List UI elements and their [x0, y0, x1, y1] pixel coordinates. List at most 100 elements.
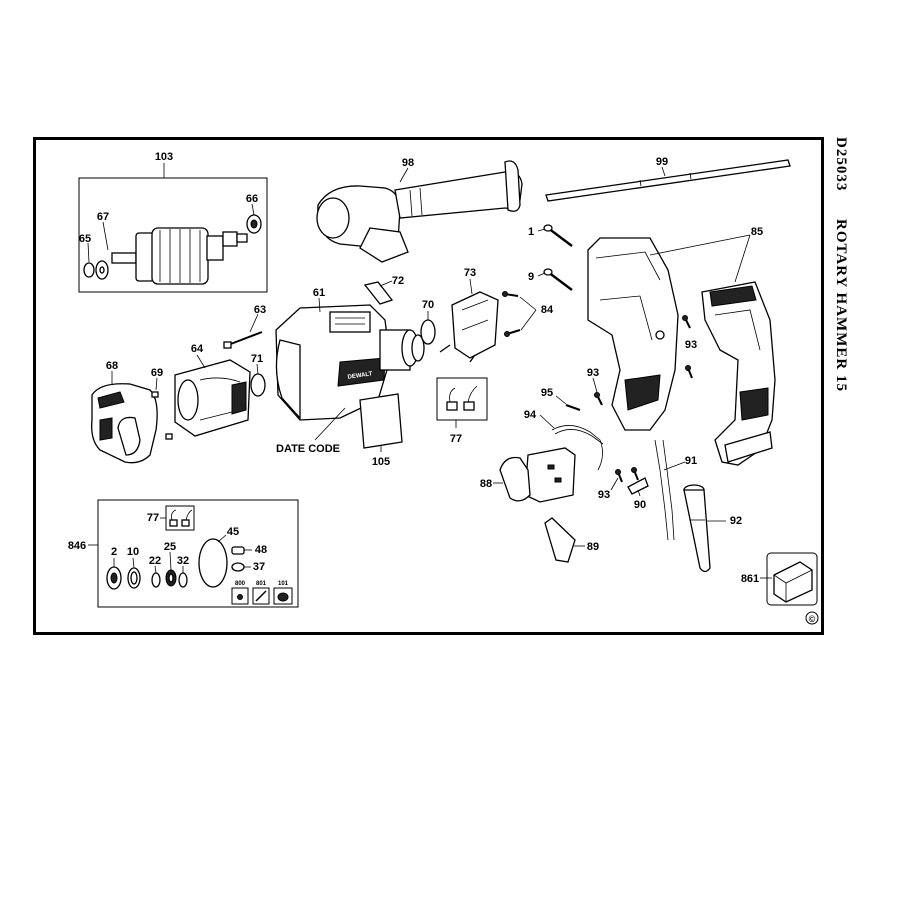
date-code-label: DATE CODE — [276, 443, 340, 455]
callout-88: 88 — [480, 478, 492, 490]
kit-part-45 — [198, 538, 228, 588]
screw-63 — [223, 331, 263, 349]
screw-9 — [543, 268, 573, 291]
callout-94: 94 — [524, 409, 537, 421]
kit-part-2 — [106, 566, 122, 590]
screws-93-right — [682, 315, 693, 379]
callout-77-kit: 77 — [147, 512, 159, 524]
callout-2: 2 — [111, 546, 117, 558]
callout-93-middle: 93 — [587, 367, 599, 379]
washer-65 — [83, 260, 109, 280]
depth-rod-part — [545, 159, 791, 202]
callout-73: 73 — [464, 267, 476, 279]
callout-861: 861 — [741, 573, 759, 585]
callout-101: 101 — [278, 581, 289, 587]
gear-housing-part — [275, 304, 425, 421]
label-plate-105 — [359, 393, 403, 449]
ring-70 — [420, 319, 436, 345]
kit-part-48 — [231, 546, 245, 555]
callout-801: 801 — [256, 581, 267, 587]
callout-800: 800 — [235, 581, 246, 587]
callout-93-lower: 93 — [598, 489, 610, 501]
kit-brushes-77 — [169, 509, 193, 527]
callout-77-main: 77 — [450, 433, 462, 445]
copyright-circle — [805, 611, 819, 625]
case-861 — [766, 552, 818, 606]
callout-85: 85 — [751, 226, 763, 238]
kit-item-801 — [252, 587, 270, 605]
callout-9: 9 — [528, 271, 534, 283]
housing-right-85 — [701, 281, 776, 466]
cord-91 — [654, 439, 675, 541]
cable-94 — [551, 425, 604, 471]
kit-part-25 — [165, 569, 177, 587]
callout-103: 103 — [155, 151, 173, 163]
callout-91: 91 — [685, 455, 697, 467]
model-description: ROTARY HAMMER 15 — [833, 219, 849, 393]
callout-90: 90 — [634, 499, 646, 511]
callout-69: 69 — [151, 367, 163, 379]
callout-65: 65 — [79, 233, 91, 245]
part-89 — [544, 517, 576, 563]
callout-84: 84 — [541, 304, 554, 316]
screw-1 — [543, 224, 573, 247]
callout-63: 63 — [254, 304, 266, 316]
callout-72: 72 — [392, 275, 404, 287]
callout-25: 25 — [164, 541, 176, 553]
switch-88 — [499, 447, 576, 503]
callout-22: 22 — [149, 555, 161, 567]
brush-holder-73 — [439, 291, 499, 363]
kit-part-32 — [178, 572, 188, 588]
armature-group-box — [78, 177, 268, 293]
end-cap-68 — [91, 383, 158, 464]
kit-part-37 — [231, 562, 245, 572]
kit-part-22 — [151, 572, 161, 588]
callout-64: 64 — [191, 343, 204, 355]
part-95 — [565, 404, 581, 411]
callout-71: 71 — [251, 353, 263, 365]
kit-846-box — [97, 499, 299, 608]
callout-10: 10 — [127, 546, 139, 558]
screws-93-lower — [615, 467, 639, 483]
bearing-66 — [246, 214, 262, 234]
callout-99: 99 — [656, 156, 668, 168]
callout-1: 1 — [528, 226, 534, 238]
ring-71 — [250, 373, 266, 397]
brushes-box — [436, 377, 488, 421]
callout-70: 70 — [422, 299, 434, 311]
callout-66: 66 — [246, 193, 258, 205]
callout-105: 105 — [372, 456, 390, 468]
callout-67: 67 — [97, 211, 109, 223]
callout-45: 45 — [227, 526, 239, 538]
cord-guard-92 — [683, 484, 711, 573]
brushes-77 — [446, 385, 478, 411]
brand-on-housing: DEWALT — [347, 371, 373, 380]
model-number: D25033 — [833, 137, 849, 192]
callout-48: 48 — [255, 544, 267, 556]
housing-left-85 — [587, 237, 679, 431]
pins-69 — [151, 391, 173, 440]
kit-item-800 — [231, 587, 249, 605]
callout-37: 37 — [253, 561, 265, 573]
copyright-mark: © — [809, 614, 816, 624]
clip-72 — [363, 281, 394, 305]
callout-93-right: 93 — [685, 339, 697, 351]
kit-part-10 — [127, 567, 141, 589]
callout-846: 846 — [68, 540, 86, 552]
callout-95: 95 — [541, 387, 553, 399]
kit-item-101 — [273, 587, 293, 605]
callout-61: 61 — [313, 287, 325, 299]
clamp-90 — [627, 477, 649, 495]
side-title: D25033ROTARY HAMMER 15 — [827, 137, 849, 407]
diagram-frame — [33, 137, 824, 635]
callout-98: 98 — [402, 157, 414, 169]
callout-68: 68 — [106, 360, 118, 372]
armature-part — [111, 227, 248, 285]
callout-89: 89 — [587, 541, 599, 553]
screws-84 — [502, 291, 521, 337]
case-box — [766, 552, 818, 606]
screw-93-middle — [594, 392, 603, 406]
side-handle-part — [316, 160, 523, 263]
field-64 — [174, 359, 251, 437]
